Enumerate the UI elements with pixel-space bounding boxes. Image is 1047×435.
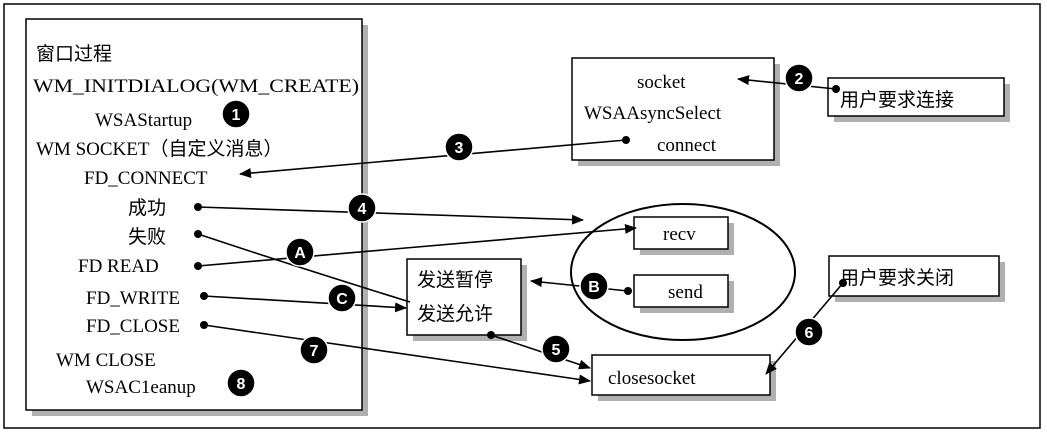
send-label: send — [668, 282, 703, 303]
badge-4: 4 — [347, 193, 377, 223]
wm-socket-label: WM SOCKET（自定义消息） — [36, 138, 282, 160]
fd-write-label: FD_WRITE — [86, 288, 180, 309]
user-connect-box: 用户要求连接 — [827, 77, 1010, 122]
wsastartup-label: WSAStartup — [95, 110, 192, 131]
recv-label: recv — [663, 224, 696, 245]
user-close-box: 用户要求关闭 — [828, 255, 1005, 302]
fd-read-label: FD READ — [78, 256, 159, 277]
badge-7: 7 — [299, 335, 329, 365]
fd-close-label: FD_CLOSE — [86, 316, 180, 337]
svg-text:5: 5 — [552, 342, 561, 359]
svg-text:1: 1 — [232, 107, 241, 124]
wm-initdialog-label: WM_INITDIALOG(WM_CREATE) — [33, 76, 359, 97]
svg-text:2: 2 — [795, 71, 804, 88]
svg-text:3: 3 — [455, 140, 464, 157]
user-connect-label: 用户要求连接 — [840, 89, 954, 111]
closesocket-label: closesocket — [608, 368, 696, 389]
badge-b: B — [579, 271, 609, 301]
svg-text:B: B — [588, 279, 600, 296]
wm-close-label: WM CLOSE — [56, 350, 156, 371]
fd-connect-label: FD_CONNECT — [84, 168, 208, 189]
svg-text:C: C — [336, 291, 348, 308]
wsaasyncselect-label: WSAAsyncSelect — [584, 103, 722, 124]
send-pause-label: 发送暂停 — [417, 269, 493, 291]
badge-8: 8 — [226, 368, 256, 398]
success-label: 成功 — [128, 197, 166, 219]
badge-c: C — [327, 283, 357, 313]
send-state-box: 发送暂停 发送允许 — [406, 258, 527, 341]
svg-text:6: 6 — [805, 325, 814, 342]
line-failure-to-sendstate — [197, 233, 411, 303]
arrow-success-to-ellipse — [197, 206, 584, 225]
window-procedure-box: 窗口过程 WM_INITDIALOG(WM_CREATE) WSAStartup… — [25, 18, 368, 416]
user-close-label: 用户要求关闭 — [840, 267, 954, 289]
send-allow-label: 发送允许 — [417, 303, 493, 325]
svg-text:8: 8 — [237, 376, 246, 393]
badge-3: 3 — [444, 132, 474, 162]
outer-frame — [3, 3, 1041, 429]
badge-1: 1 — [221, 99, 251, 129]
connector-dots — [194, 85, 847, 339]
svg-text:7: 7 — [310, 343, 319, 360]
wndproc-title: 窗口过程 — [36, 43, 112, 65]
failure-label: 失败 — [128, 226, 166, 248]
arrow-sendstate-to-closesocket — [490, 334, 591, 370]
connect-call-label: connect — [657, 135, 717, 156]
svg-text:A: A — [294, 245, 306, 262]
socket-call-label: socket — [637, 72, 686, 93]
arrow-fdclose-to-closesocket — [203, 324, 591, 385]
recv-send-ellipse: recv send — [570, 203, 796, 341]
badge-a: A — [285, 237, 315, 267]
arrow-connect-to-fdconnect — [239, 139, 627, 179]
closesocket-box: closesocket — [591, 354, 776, 401]
arrow-fdwrite-to-sendstate — [203, 295, 407, 313]
badge-6: 6 — [794, 317, 824, 347]
wsacleanup-label: WSAC1eanup — [86, 377, 196, 398]
socket-box: socket WSAAsyncSelect connect — [571, 57, 780, 166]
badge-2: 2 — [784, 63, 814, 93]
arrow-fdread-to-recv — [197, 223, 637, 267]
badge-5: 5 — [541, 334, 571, 364]
svg-text:4: 4 — [358, 201, 367, 218]
